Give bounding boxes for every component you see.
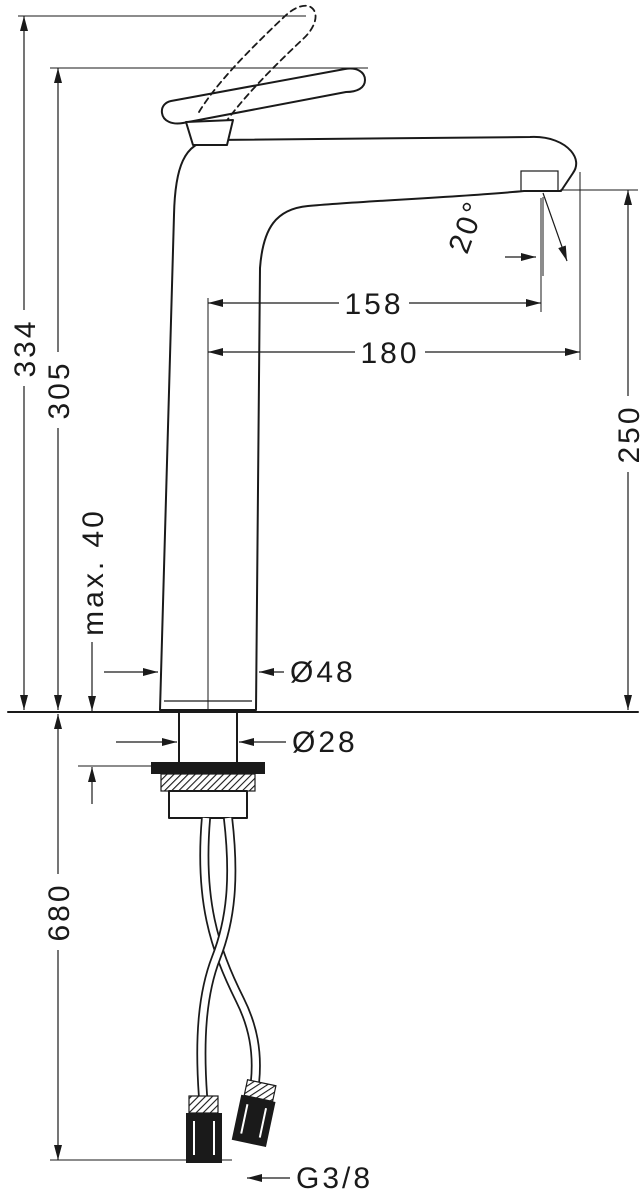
dim-label-hose-length: 680	[43, 882, 76, 941]
lever-pivot-cap	[185, 119, 234, 146]
dim-label-outlet-height: 250	[613, 404, 644, 463]
dim-label-outlet-angle: 20°	[443, 195, 493, 257]
dim-label-mounting-thickness: max. 40	[77, 508, 110, 636]
dim-connection-thread: G3/8	[247, 1162, 373, 1195]
lever-handle	[160, 67, 366, 125]
aerator	[520, 170, 559, 192]
mounting-nut	[160, 773, 256, 792]
valve-body	[168, 790, 248, 819]
lever-handle-raised	[198, 4, 317, 127]
dim-label-overall-height: 334	[9, 318, 42, 377]
dim-outlet-angle: 20°	[443, 192, 568, 276]
dim-overall-height: 334	[8, 15, 306, 710]
dim-label-base-diameter: Ø48	[290, 656, 356, 689]
dim-reach-aerator: 158	[208, 198, 542, 321]
dim-shank-diameter: Ø28	[116, 726, 358, 759]
hose-connector-left	[186, 1095, 222, 1163]
mounting-shank	[178, 712, 238, 763]
faucet-body-outline	[159, 135, 578, 711]
dim-outlet-height: 250	[560, 189, 644, 710]
dim-mounting-thickness: max. 40	[76, 502, 152, 804]
dim-label-shank-diameter: Ø28	[292, 726, 358, 759]
dim-hose-length: 680	[42, 714, 232, 1161]
mounting-washer	[151, 762, 265, 774]
dim-label-reach-total: 180	[360, 337, 419, 370]
supply-hose-right	[196, 817, 237, 1097]
dim-base-diameter: Ø48	[104, 656, 356, 689]
dim-label-handle-height: 305	[43, 360, 76, 419]
dim-reach-total: 180	[208, 172, 581, 370]
hose-connector-right	[231, 1079, 277, 1148]
dim-label-reach-aerator: 158	[344, 288, 403, 321]
dim-handle-height: 305	[42, 67, 368, 710]
dim-label-connection-thread: G3/8	[296, 1162, 373, 1195]
supply-hose-left	[199, 817, 261, 1083]
